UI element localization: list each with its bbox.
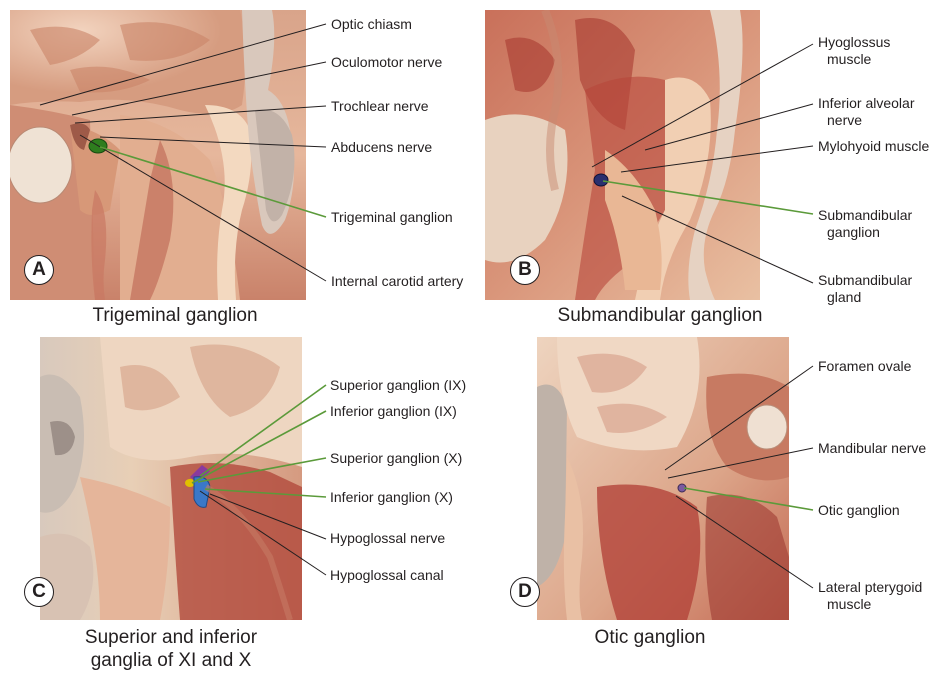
label-abducens-nerve: Abducens nerve (331, 139, 432, 156)
panel-a-dissection-image (10, 10, 306, 300)
label-internal-carotid-artery: Internal carotid artery (331, 273, 463, 290)
label-foramen-ovale: Foramen ovale (818, 358, 911, 375)
label-superior-ganglion-x: Superior ganglion (X) (330, 450, 462, 467)
label-trochlear-nerve: Trochlear nerve (331, 98, 429, 115)
label-inferior-alveolar-line1: Inferior alveolar (818, 95, 915, 111)
label-mylohyoid-muscle: Mylohyoid muscle (818, 138, 929, 155)
label-mandibular-nerve: Mandibular nerve (818, 440, 926, 457)
label-submandibular-gland: Submandibular gland (818, 272, 912, 306)
label-inferior-ganglion-x: Inferior ganglion (X) (330, 489, 453, 506)
label-inferior-alveolar-nerve: Inferior alveolar nerve (818, 95, 915, 129)
label-submandibular-ganglion-line2: ganglion (818, 224, 880, 240)
label-hypoglossal-nerve: Hypoglossal nerve (330, 530, 445, 547)
label-inferior-alveolar-line2: nerve (818, 112, 862, 128)
panel-c-caption-line2: ganglia of XI and X (91, 650, 252, 671)
label-submandibular-gland-line1: Submandibular (818, 272, 912, 288)
panel-c-badge: C (24, 577, 54, 607)
label-otic-ganglion: Otic ganglion (818, 502, 900, 519)
label-optic-chiasm: Optic chiasm (331, 16, 412, 33)
panel-b-badge: B (510, 255, 540, 285)
panel-d-dissection-image (537, 337, 789, 620)
label-trigeminal-ganglion: Trigeminal ganglion (331, 209, 453, 226)
panel-c-dissection-image (40, 337, 302, 620)
label-lateral-pterygoid-muscle: Lateral pterygoid muscle (818, 579, 922, 613)
label-submandibular-ganglion: Submandibular ganglion (818, 207, 912, 241)
label-oculomotor-nerve: Oculomotor nerve (331, 54, 442, 71)
label-submandibular-ganglion-line1: Submandibular (818, 207, 912, 223)
label-hypoglossal-canal: Hypoglossal canal (330, 567, 444, 584)
label-lateral-pterygoid-line1: Lateral pterygoid (818, 579, 922, 595)
panel-c-caption-line1: Superior and inferior (85, 627, 257, 648)
panel-d-badge: D (510, 577, 540, 607)
label-inferior-ganglion-ix: Inferior ganglion (IX) (330, 403, 457, 420)
panel-a-badge: A (24, 255, 54, 285)
panel-b-caption: Submandibular ganglion (540, 304, 780, 327)
label-hyoglossus-muscle: Hyoglossus muscle (818, 34, 890, 68)
panel-c-caption: Superior and inferior ganglia of XI and … (56, 626, 286, 672)
label-submandibular-gland-line2: gland (818, 289, 861, 305)
label-hyoglossus-line1: Hyoglossus (818, 34, 890, 50)
panel-a-caption: Trigeminal ganglion (80, 304, 270, 327)
label-lateral-pterygoid-line2: muscle (818, 596, 871, 612)
label-superior-ganglion-ix: Superior ganglion (IX) (330, 377, 466, 394)
panel-d-caption: Otic ganglion (560, 626, 740, 649)
label-hyoglossus-line2: muscle (818, 51, 871, 67)
